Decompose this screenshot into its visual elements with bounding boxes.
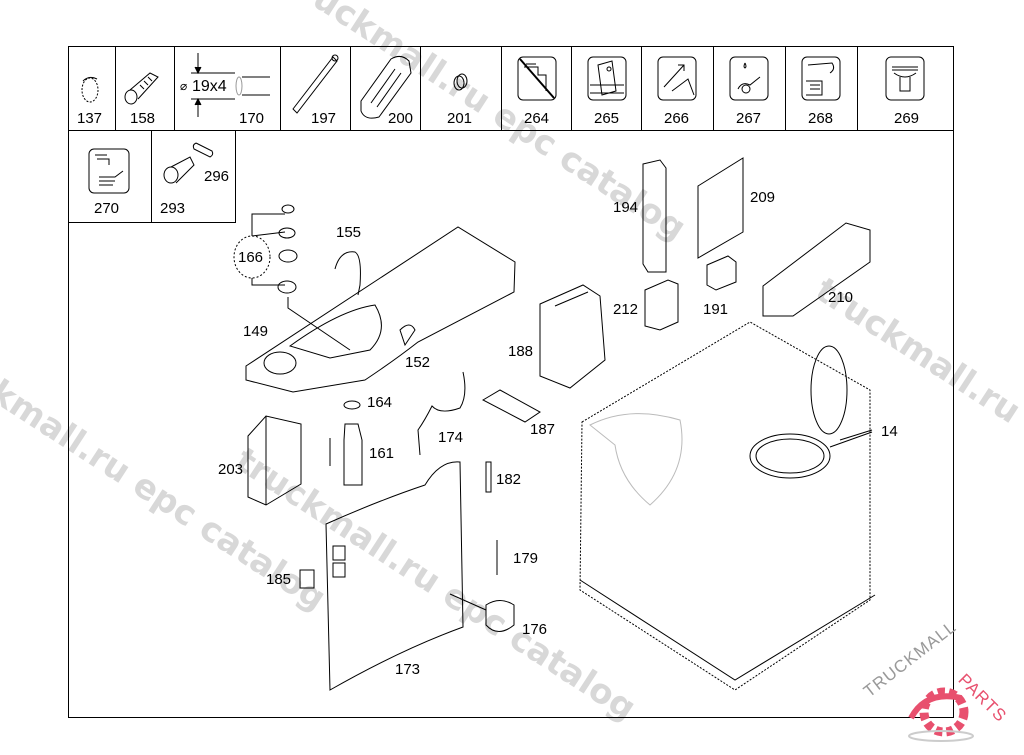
part-cell-137[interactable]: 137	[69, 47, 116, 131]
callout-210[interactable]: 210	[828, 289, 854, 306]
hose-dimension: 19x4	[192, 78, 227, 95]
callout-191[interactable]: 191	[703, 301, 729, 318]
part-cell-265[interactable]: 265	[572, 47, 642, 131]
hose-clamp-icon	[81, 76, 99, 103]
callout-182[interactable]: 182	[496, 471, 522, 488]
fitting-connector-icon	[124, 72, 159, 105]
part-cell-269[interactable]: 269	[858, 47, 953, 131]
panel-insert-icon	[587, 56, 627, 101]
part-number: 265	[594, 110, 620, 127]
diameter-symbol: ⌀	[180, 79, 188, 93]
part-cell-158[interactable]: 158	[116, 47, 175, 131]
part-cell-170[interactable]: ⌀ 19x4 170	[175, 47, 281, 131]
no-faucet-warning-icon	[517, 56, 557, 101]
callout-212[interactable]: 212	[613, 301, 639, 318]
part-number: 158	[130, 110, 156, 127]
parts-diagram-frame: 137 158 ⌀ 19x4 170	[68, 46, 954, 718]
drain-funnel-icon	[885, 56, 925, 101]
part-number-296: 296	[204, 168, 230, 185]
gear-logo-icon	[908, 687, 974, 742]
callout-176[interactable]: 176	[522, 621, 548, 638]
part-number: 201	[447, 110, 473, 127]
part-cell-264[interactable]: 264	[502, 47, 572, 131]
rod-icon	[292, 54, 339, 114]
part-cell-201[interactable]: 201	[421, 47, 502, 131]
callout-164[interactable]: 164	[367, 394, 393, 411]
installation-arrow-icon	[657, 56, 697, 101]
hose-dimension-icon	[191, 53, 270, 117]
soap-drop-hand-icon	[729, 56, 769, 101]
part-cell-268[interactable]: 268	[786, 47, 858, 131]
part-number: 170	[239, 110, 265, 127]
callout-166[interactable]: 166	[238, 249, 264, 266]
callout-161[interactable]: 161	[369, 445, 395, 462]
callout-194[interactable]: 194	[613, 199, 639, 216]
part-number: 269	[894, 110, 920, 127]
part-cell-200[interactable]: 200	[351, 47, 421, 131]
grommet-icon	[453, 73, 468, 91]
callout-179[interactable]: 179	[513, 550, 539, 567]
part-number: 270	[94, 200, 120, 217]
callout-152[interactable]: 152	[405, 354, 431, 371]
part-number: 266	[664, 110, 690, 127]
part-number: 197	[311, 110, 337, 127]
paper-towel-hand-icon	[801, 56, 841, 101]
part-cell-266[interactable]: 266	[642, 47, 714, 131]
truckmall-parts-logo: TRUCKMALL PARTS	[856, 617, 1024, 750]
part-cell-270[interactable]: 270	[69, 131, 152, 223]
callout-209[interactable]: 209	[750, 189, 776, 206]
part-number: 137	[77, 110, 103, 127]
callout-188[interactable]: 188	[508, 343, 534, 360]
part-cell-197[interactable]: 197	[281, 47, 351, 131]
part-cell-293-296[interactable]: 296 293	[152, 131, 236, 223]
part-number: 293	[160, 200, 186, 217]
callout-14[interactable]: 14	[881, 423, 898, 440]
callout-circle-166	[233, 235, 271, 279]
part-number: 268	[808, 110, 834, 127]
callout-155[interactable]: 155	[336, 224, 362, 241]
callout-187[interactable]: 187	[530, 421, 556, 438]
valve-icon	[163, 142, 214, 184]
callout-149[interactable]: 149	[243, 323, 269, 340]
part-number: 264	[524, 110, 550, 127]
callout-185[interactable]: 185	[266, 571, 292, 588]
callout-173[interactable]: 173	[395, 661, 421, 678]
faucet-hand-wash-icon	[88, 148, 130, 194]
cap-icon	[192, 142, 214, 158]
callout-174[interactable]: 174	[438, 429, 464, 446]
part-cell-267[interactable]: 267	[714, 47, 786, 131]
part-number: 267	[736, 110, 762, 127]
part-number: 200	[388, 110, 414, 127]
callout-203[interactable]: 203	[218, 461, 244, 478]
cover-panel-icon	[360, 55, 412, 119]
